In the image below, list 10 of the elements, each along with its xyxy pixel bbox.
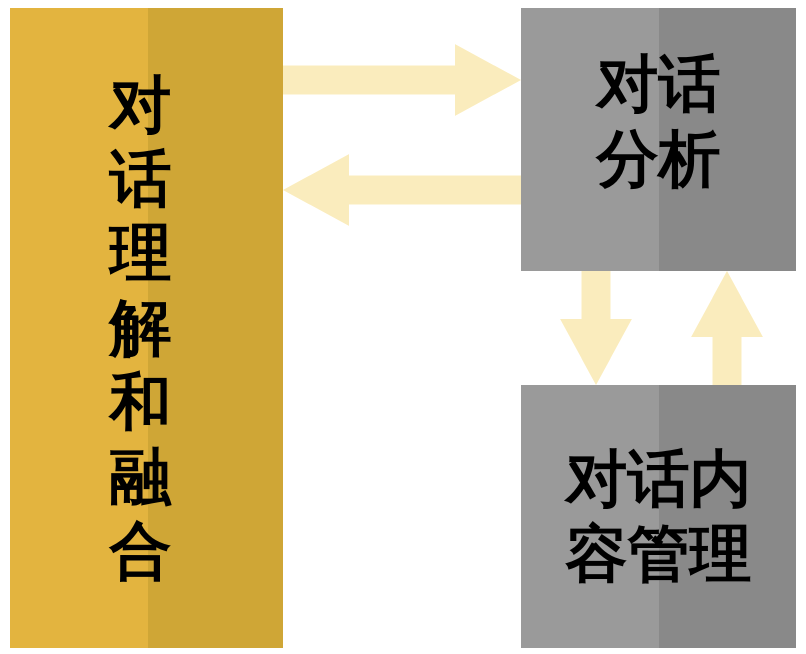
- module-box: [521, 8, 796, 271]
- module-label: 对话理解和融合: [110, 68, 172, 588]
- module-box: [521, 385, 796, 648]
- module-box: [10, 8, 283, 648]
- arrow: [283, 154, 521, 226]
- module-label: 对话内容管理: [566, 442, 752, 591]
- arrow: [560, 271, 632, 385]
- module-label: 对话分析: [596, 47, 720, 196]
- arrow: [691, 271, 763, 385]
- arrow: [283, 44, 521, 116]
